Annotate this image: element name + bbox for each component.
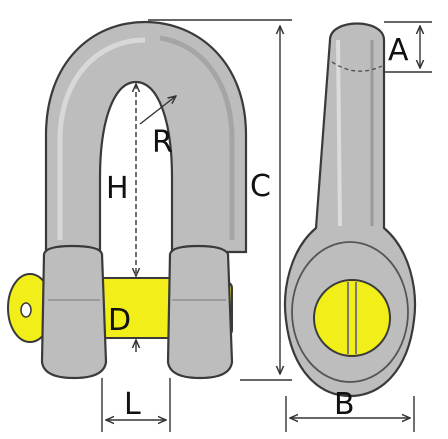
pin-shaft — [99, 277, 173, 339]
label-a: A — [388, 33, 409, 68]
label-d: D — [108, 303, 131, 338]
shackle-side-view — [283, 22, 417, 398]
shackle-eye-left — [40, 244, 108, 380]
shackle-front-view — [7, 20, 248, 380]
shackle-eye-right — [166, 244, 234, 380]
pin-hole — [20, 302, 32, 318]
pin-slot — [347, 282, 357, 354]
shackle-bow — [44, 20, 248, 254]
label-r: R — [152, 125, 173, 160]
dimension-r-arrow — [139, 96, 176, 125]
label-b: B — [334, 387, 355, 422]
label-c: C — [250, 169, 271, 204]
label-h: H — [106, 171, 129, 206]
pin-end — [313, 279, 391, 357]
dimension-lines — [101, 19, 432, 432]
label-l: L — [124, 387, 141, 422]
